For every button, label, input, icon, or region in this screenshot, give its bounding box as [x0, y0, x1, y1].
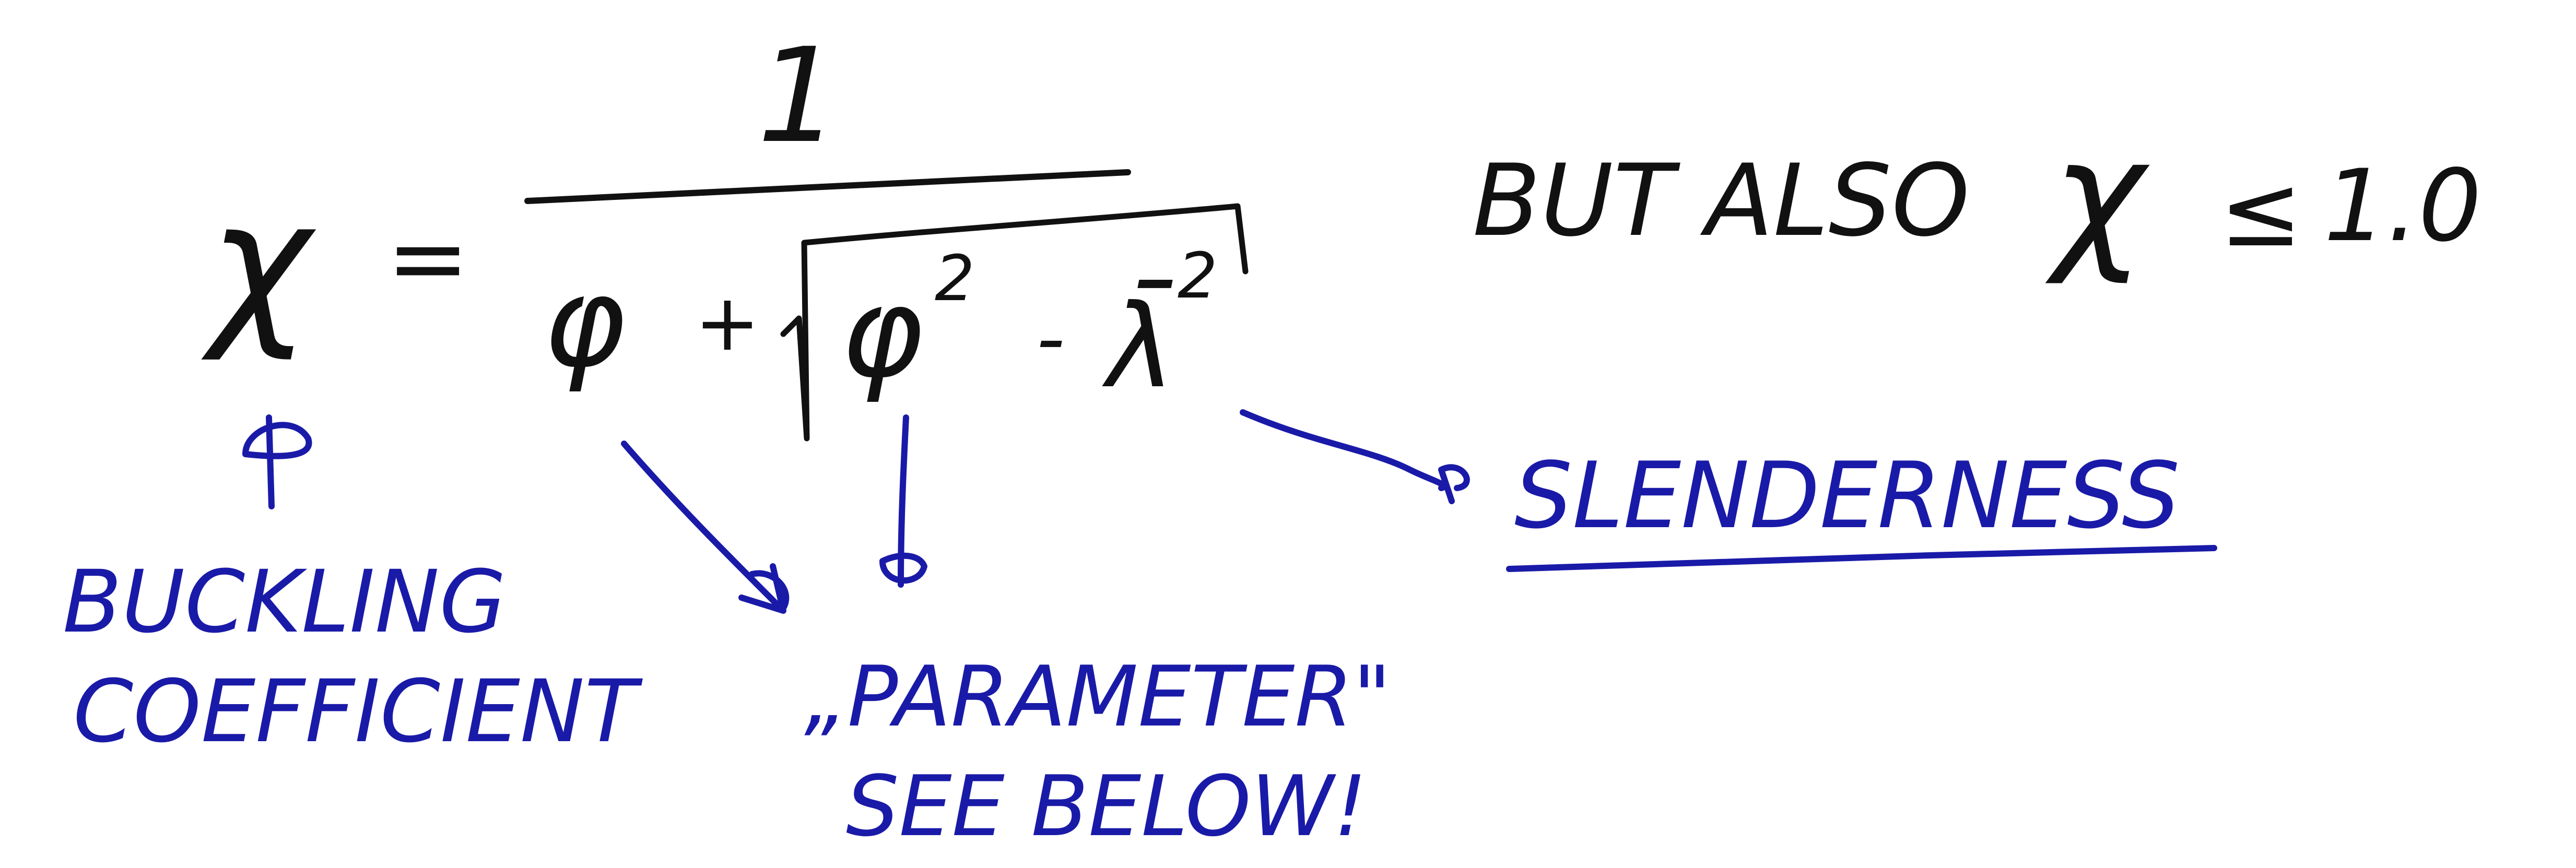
side-note: BUT ALSO χ ≤ 1.0: [1473, 105, 2481, 288]
but-also-text: BUT ALSO: [1473, 143, 1970, 258]
limit-value: 1.0: [2324, 148, 2481, 264]
minus-sign: -: [1037, 293, 1065, 384]
buckling-label-line1: BUCKLING: [63, 552, 506, 652]
fraction-bar: [524, 169, 1131, 204]
equals-sign: =: [386, 200, 469, 316]
lambda-bar: λ̄: [1102, 280, 1175, 413]
plus-sign: +: [695, 278, 760, 368]
parameter-label-line1: „PARAMETER": [804, 648, 1391, 745]
chi-symbol: χ: [201, 164, 317, 364]
phi-arrow: [621, 441, 790, 614]
annotations: BUCKLING COEFFICIENT „PARAMETER" SEE BEL…: [63, 409, 2217, 855]
buckling-arrow: [242, 414, 312, 509]
lambda-exponent: 2: [1178, 240, 1217, 313]
root-phi-exponent: 2: [935, 243, 974, 315]
parameter-label-line2: SEE BELOW!: [846, 757, 1367, 855]
slenderness-label: SLENDERNESS: [1514, 443, 2180, 549]
slenderness-underline: [1506, 545, 2217, 572]
root-phi: φ: [841, 259, 923, 406]
lambda-arrow: [1240, 409, 1470, 504]
square-root-sign: [780, 203, 1249, 442]
root-phi-arrow: [879, 414, 927, 588]
buckling-label-line2: COEFFICIENT: [73, 661, 643, 762]
formula: χ = 1 φ + φ 2 - λ̄ 2: [201, 20, 1249, 442]
numerator-one: 1: [757, 20, 840, 172]
denominator-phi: φ: [543, 249, 626, 395]
side-chi: χ: [2045, 105, 2150, 288]
leq-sign: ≤: [2219, 153, 2302, 269]
